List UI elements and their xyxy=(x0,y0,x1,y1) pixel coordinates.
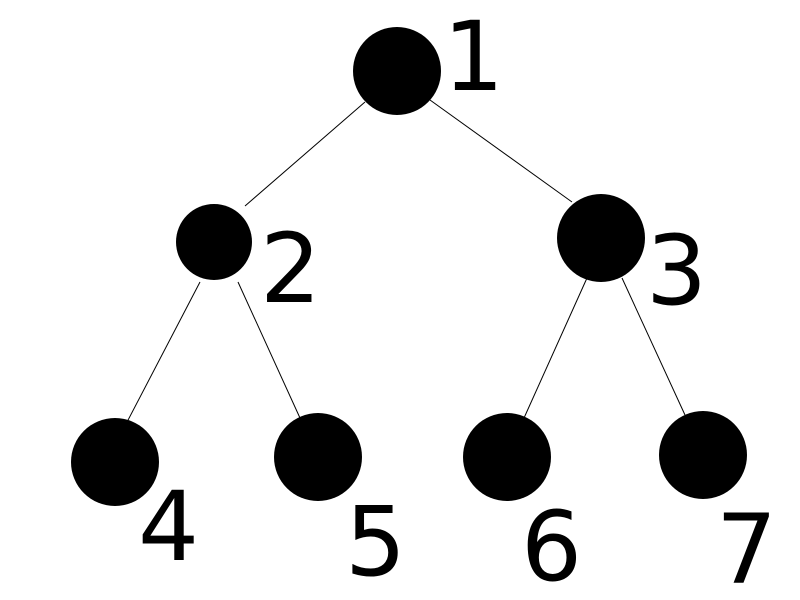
edge-3-7 xyxy=(621,277,686,416)
edge-2-5 xyxy=(237,281,301,419)
node-circle xyxy=(557,194,645,282)
node-label: 2 xyxy=(260,213,321,325)
node-circle xyxy=(463,413,551,501)
node-circle xyxy=(71,418,159,506)
edges-layer xyxy=(125,99,686,425)
edge-3-6 xyxy=(523,277,588,419)
edge-1-2 xyxy=(244,101,366,207)
node-label: 5 xyxy=(345,486,406,598)
tree-node: 4 xyxy=(71,418,199,583)
edge-1-3 xyxy=(429,99,573,203)
tree-node: 6 xyxy=(463,413,582,600)
node-label: 3 xyxy=(646,215,707,327)
tree-node: 7 xyxy=(659,411,777,600)
tree-node: 3 xyxy=(557,194,707,327)
node-label: 6 xyxy=(521,491,582,600)
node-circle xyxy=(353,27,441,115)
tree-node: 1 xyxy=(353,1,504,115)
tree-node: 2 xyxy=(176,204,321,325)
tree-node: 5 xyxy=(274,413,406,598)
node-circle xyxy=(274,413,362,501)
node-label: 1 xyxy=(443,1,504,113)
edge-2-4 xyxy=(125,281,201,425)
node-label: 4 xyxy=(138,471,199,583)
node-circle xyxy=(176,204,252,280)
node-circle xyxy=(659,411,747,499)
nodes-layer: 1 2 3 4 5 6 7 xyxy=(71,1,777,600)
node-label: 7 xyxy=(716,494,777,600)
